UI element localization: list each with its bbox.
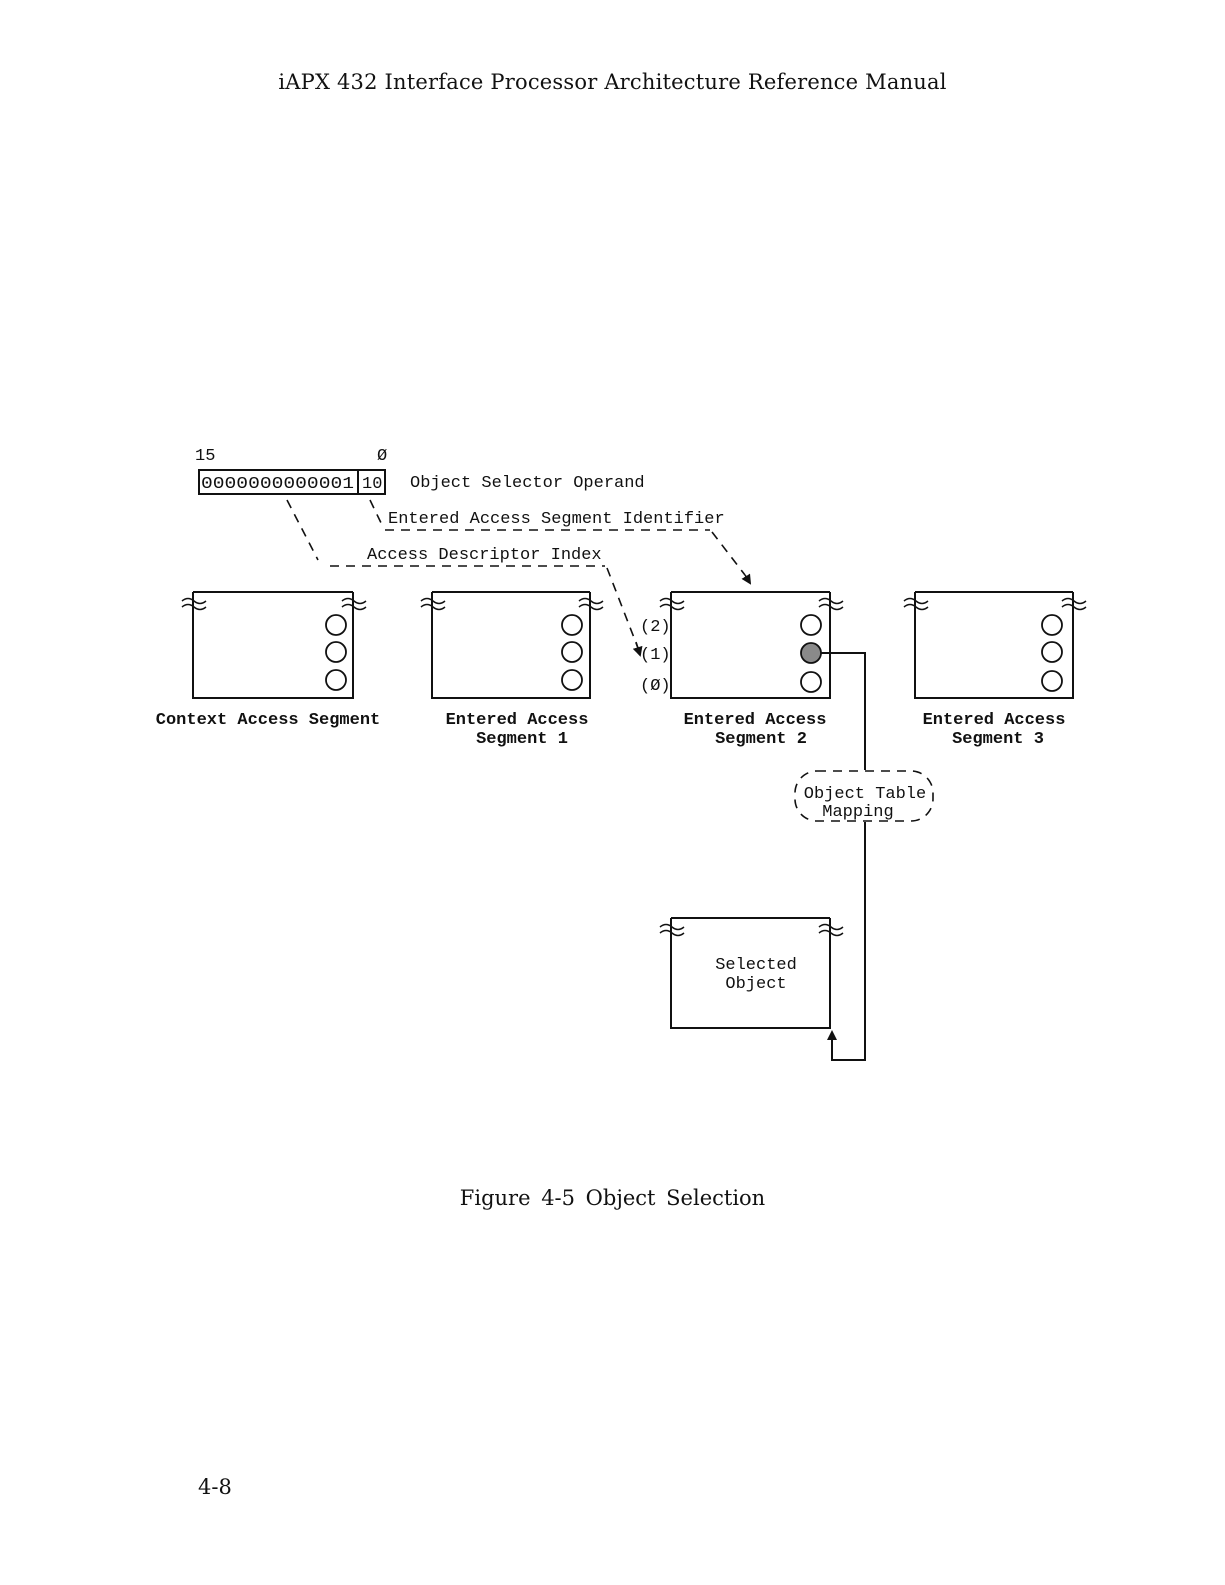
- slot-index-0: (Ø): [640, 677, 671, 696]
- context-access-segment: Context Access Segment: [156, 591, 380, 730]
- eas-identifier-leader: [369, 499, 384, 528]
- object-table-mapping-box: [794, 770, 934, 822]
- selected-object-box: [670, 918, 831, 1029]
- break-mark-right: [1061, 597, 1087, 611]
- ad-index-leader: [286, 499, 319, 561]
- access-descriptor-slot: [325, 669, 347, 691]
- ad-index-bits: 0000000000001: [201, 475, 354, 494]
- context-segment-box: [192, 592, 354, 699]
- eas2-label-line2: Segment 2: [715, 730, 807, 749]
- eas3-box: [914, 592, 1074, 699]
- slot-index-2: (2): [640, 618, 671, 637]
- eas1-label-line1: Entered Access: [446, 711, 589, 730]
- bit-high-label: 15: [195, 447, 215, 466]
- object-selector-operand-label: Object Selector Operand: [410, 474, 645, 493]
- break-mark-left: [181, 597, 207, 611]
- entered-access-segment-3: Entered Access Segment 3: [903, 591, 1087, 749]
- object-table-mapping-line2: Mapping: [822, 803, 893, 822]
- eas-identifier-path: Entered Access Segment Identifier: [369, 499, 752, 585]
- object-selector-register: 15 Ø 0000000000001 10 Object Selector Op…: [195, 447, 645, 495]
- ad-index-arrow: [632, 641, 643, 657]
- ad-index-path: Access Descriptor Index: [286, 499, 643, 657]
- selected-access-descriptor-slot: [800, 642, 822, 664]
- break-mark-left: [903, 597, 929, 611]
- selector-register-box: [198, 469, 386, 495]
- eas2-box: [670, 592, 831, 699]
- access-descriptor-slot: [561, 669, 583, 691]
- break-mark-right: [818, 923, 844, 937]
- access-descriptor-slot: [561, 614, 583, 636]
- object-table-path: Object Table Mapping: [794, 652, 934, 1061]
- access-descriptor-slot: [1041, 670, 1063, 692]
- break-mark-left: [659, 597, 685, 611]
- page-header: iAPX 432 Interface Processor Architectur…: [278, 70, 947, 94]
- bit-low-label: Ø: [377, 447, 387, 466]
- break-mark-right: [341, 597, 367, 611]
- selected-object-line1: Selected: [715, 956, 797, 975]
- access-descriptor-slot: [1041, 614, 1063, 636]
- access-descriptor-slot: [800, 671, 822, 693]
- eas-identifier-bits: 10: [362, 475, 382, 494]
- eas-identifier-diagonal: [711, 531, 746, 576]
- eas-identifier-arrow: [741, 573, 752, 585]
- break-mark-left: [420, 597, 446, 611]
- eas3-label-line1: Entered Access: [923, 711, 1066, 730]
- eas3-label-line2: Segment 3: [952, 730, 1044, 749]
- selected-object-line2: Object: [725, 975, 786, 994]
- entered-access-segment-2: Entered Access Segment 2: [659, 591, 844, 749]
- eas2-label-line1: Entered Access: [684, 711, 827, 730]
- break-mark-right: [578, 597, 604, 611]
- eas1-label-line2: Segment 1: [476, 730, 568, 749]
- page-number: 4-8: [198, 1475, 232, 1499]
- access-descriptor-slot: [800, 614, 822, 636]
- ad-index-diagonal: [606, 567, 639, 649]
- eas-identifier-label: Entered Access Segment Identifier: [388, 510, 725, 529]
- access-descriptor-slot: [325, 641, 347, 663]
- descriptor-to-mapping-line: [821, 652, 866, 770]
- selected-object: Selected Object: [659, 917, 844, 1029]
- eas1-box: [431, 592, 591, 699]
- slot-index-labels: (2) (1) (Ø): [640, 618, 671, 696]
- object-table-mapping-line1: Object Table: [804, 785, 926, 804]
- ad-index-label: Access Descriptor Index: [367, 546, 602, 565]
- context-segment-label: Context Access Segment: [156, 711, 380, 730]
- figure-caption: Figure 4-5 Object Selection: [459, 1186, 766, 1210]
- mapping-to-object-line: [831, 822, 866, 1061]
- slot-index-1: (1): [640, 646, 671, 665]
- break-mark-left: [659, 923, 685, 937]
- entered-access-segment-1: Entered Access Segment 1: [420, 591, 604, 749]
- break-mark-right: [818, 597, 844, 611]
- access-descriptor-slot: [1041, 641, 1063, 663]
- access-descriptor-slot: [325, 614, 347, 636]
- access-descriptor-slot: [561, 641, 583, 663]
